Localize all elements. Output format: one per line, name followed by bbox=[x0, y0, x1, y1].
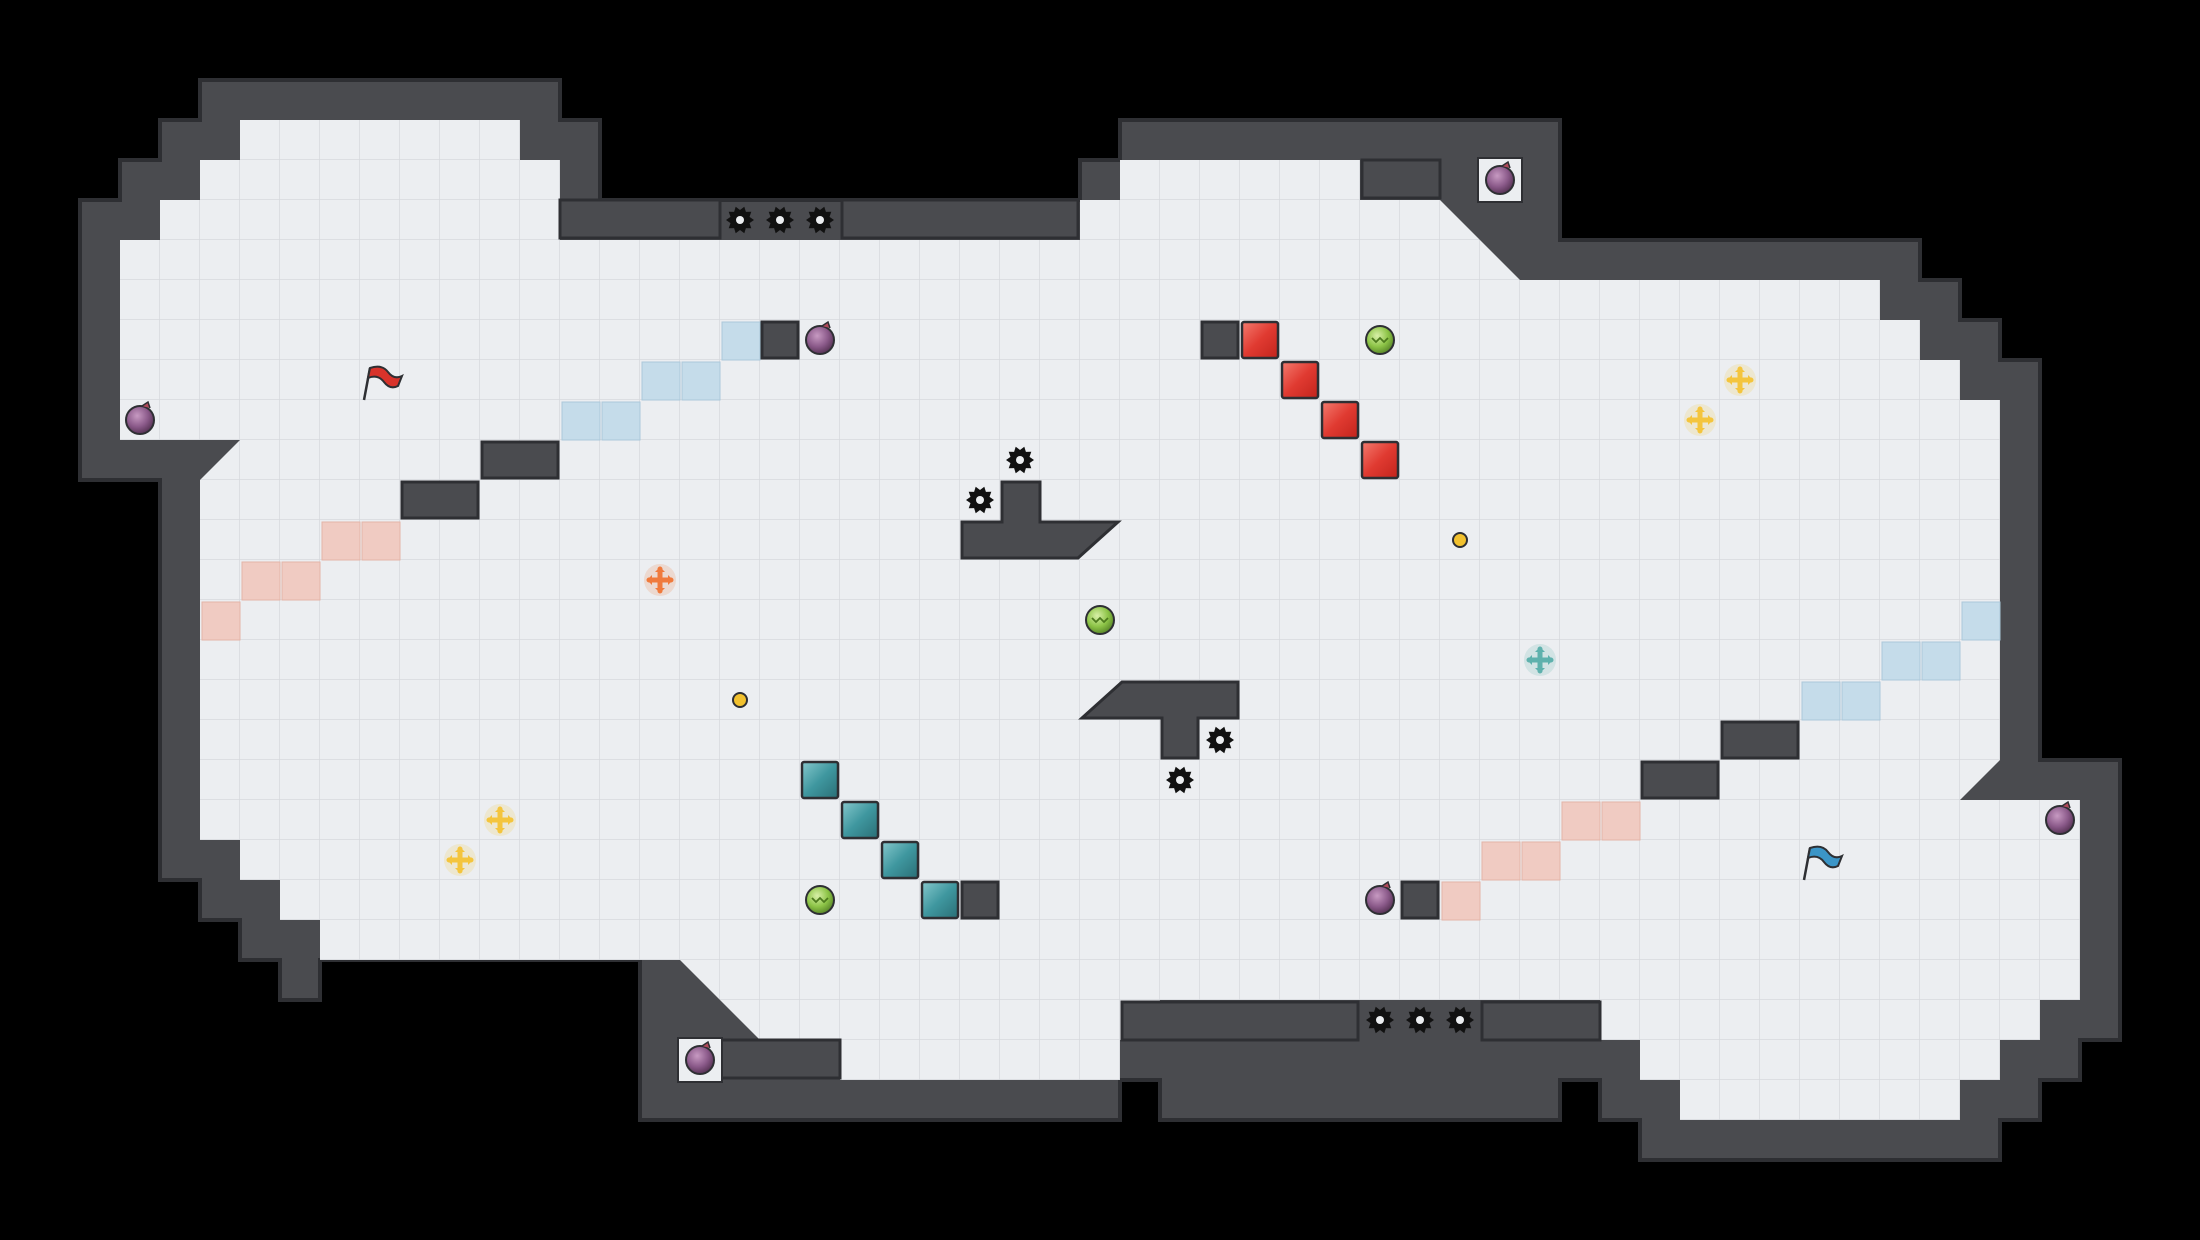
platforms bbox=[400, 320, 1800, 920]
blue-zone bbox=[561, 321, 2001, 721]
coin-icon[interactable] bbox=[1452, 532, 1468, 548]
boost-group bbox=[444, 364, 1756, 876]
red-zone bbox=[201, 521, 1641, 921]
sawblade-icon bbox=[1166, 766, 1194, 794]
red-blocks bbox=[1240, 320, 1400, 480]
sawblade-icon bbox=[1366, 1006, 1394, 1034]
green-orb-icon[interactable] bbox=[1365, 325, 1395, 355]
red-flag-icon[interactable] bbox=[362, 365, 404, 401]
teal-blocks bbox=[800, 760, 960, 920]
yellow-boost-icon[interactable] bbox=[1724, 364, 1756, 396]
orange-boost-icon[interactable] bbox=[644, 564, 676, 596]
gem-icon[interactable] bbox=[1365, 880, 1395, 915]
gem-icon[interactable] bbox=[2045, 800, 2075, 835]
green-orb-icon[interactable] bbox=[1085, 605, 1115, 635]
gem-group bbox=[125, 160, 2075, 1075]
gem-icon[interactable] bbox=[1485, 160, 1515, 195]
green-orb-group bbox=[805, 325, 1395, 915]
gem-icon[interactable] bbox=[125, 400, 155, 435]
coin-icon[interactable] bbox=[732, 692, 748, 708]
sawblade-icon bbox=[1206, 726, 1234, 754]
yellow-boost-icon[interactable] bbox=[1684, 404, 1716, 436]
yellow-boost-icon[interactable] bbox=[484, 804, 516, 836]
teal-boost-icon[interactable] bbox=[1524, 644, 1556, 676]
green-orb-icon[interactable] bbox=[805, 885, 835, 915]
gem-icon[interactable] bbox=[685, 1040, 715, 1075]
sawblade-icon bbox=[1406, 1006, 1434, 1034]
sawblade-icon bbox=[726, 206, 754, 234]
inner-walls bbox=[558, 158, 1602, 1080]
sawblade-group bbox=[726, 206, 1474, 1034]
sawblade-icon bbox=[1446, 1006, 1474, 1034]
blue-flag-icon[interactable] bbox=[1802, 845, 1844, 881]
sawblade-icon bbox=[966, 486, 994, 514]
gem-icon[interactable] bbox=[805, 320, 835, 355]
yellow-boost-icon[interactable] bbox=[444, 844, 476, 876]
sawblade-icon bbox=[766, 206, 794, 234]
sawblade-icon bbox=[806, 206, 834, 234]
sawblade-icon bbox=[1006, 446, 1034, 474]
coin-group bbox=[732, 532, 1468, 708]
